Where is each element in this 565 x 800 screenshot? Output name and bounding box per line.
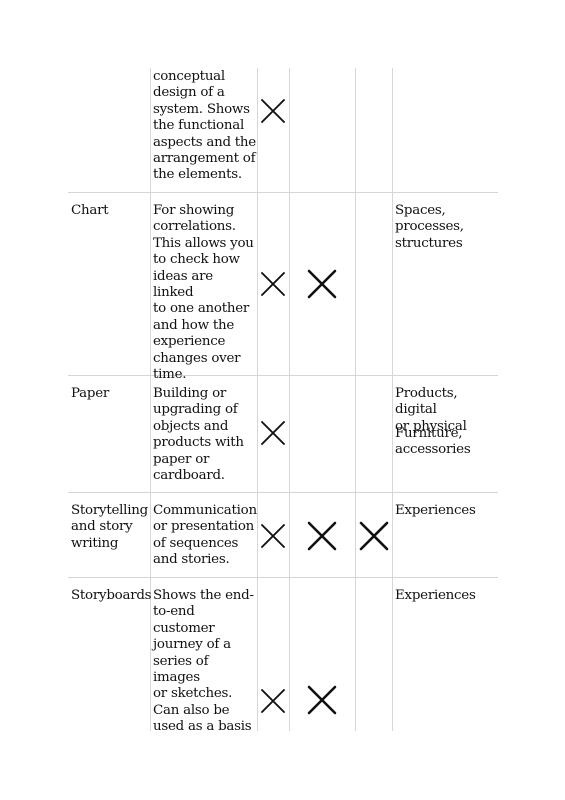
x-mark-icon xyxy=(307,521,337,551)
x-mark-icon xyxy=(307,685,337,715)
column-divider xyxy=(257,68,258,731)
table-cell-use-case: Experiences xyxy=(395,503,476,518)
table-cell-use-case: Spaces, processes, structures xyxy=(395,203,464,251)
column-divider xyxy=(150,68,151,731)
table-cell-use-case: Experiences xyxy=(395,588,476,603)
table-cell-use-case: Products, digital or physical xyxy=(395,386,467,434)
table-cell-method: Storytelling and story writing xyxy=(71,503,148,551)
table-cell-description: Building or upgrading of objects and pro… xyxy=(153,386,244,484)
table-cell-method: Storyboards xyxy=(71,588,152,603)
column-divider xyxy=(289,68,290,731)
table-cell-method: Paper xyxy=(71,386,110,401)
table-cell-description: conceptual design of a system. Shows the… xyxy=(153,69,256,183)
column-divider xyxy=(392,68,393,731)
x-mark-icon xyxy=(260,98,286,124)
column-divider xyxy=(355,68,356,731)
x-mark-icon xyxy=(359,521,389,551)
x-mark-icon xyxy=(260,420,286,446)
row-divider xyxy=(68,192,498,193)
x-mark-icon xyxy=(260,688,286,714)
x-mark-icon xyxy=(307,269,337,299)
x-mark-icon xyxy=(260,271,286,297)
x-mark-icon xyxy=(260,523,286,549)
row-divider xyxy=(68,577,498,578)
table-cell-use-case: Furniture, accessories xyxy=(395,426,471,458)
table-cell-description: Shows the end- to-end customer journey o… xyxy=(153,588,254,731)
table-cell-method: Chart xyxy=(71,203,109,218)
methods-table: conceptual design of a system. Shows the… xyxy=(68,68,498,731)
table-cell-description: Communication or presentation of sequenc… xyxy=(153,503,257,568)
table-cell-description: For showing correlations. This allows yo… xyxy=(153,203,254,383)
row-divider xyxy=(68,375,498,376)
row-divider xyxy=(68,492,498,493)
